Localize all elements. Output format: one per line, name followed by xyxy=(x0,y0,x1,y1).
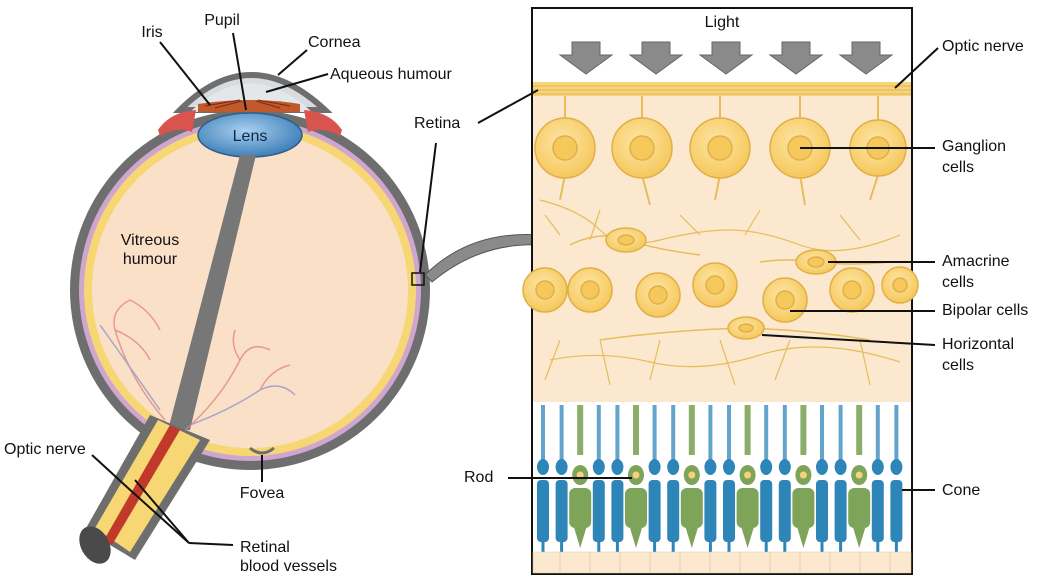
light-arrows xyxy=(558,41,894,75)
rod-cell xyxy=(723,405,735,552)
ganglion-cell-layer xyxy=(534,96,907,206)
hyaloid-canal xyxy=(168,155,256,430)
label-retinal-vessels-1: Retinal xyxy=(240,539,290,556)
rod-cell xyxy=(778,405,791,552)
label-vitreous-2: humour xyxy=(122,251,178,268)
label-ganglion-2: cells xyxy=(942,159,975,176)
label-rod: Rod xyxy=(464,469,494,486)
retina-zoom-marker xyxy=(411,272,425,286)
label-cornea: Cornea xyxy=(308,34,361,51)
cone-cell xyxy=(792,405,815,548)
horizontal-cell xyxy=(599,316,871,341)
rod-cell xyxy=(871,405,884,552)
rod-cell xyxy=(592,405,605,552)
ciliary-body-right xyxy=(304,110,342,136)
rod-cell xyxy=(648,405,661,552)
eye-leader-lines xyxy=(91,32,437,546)
optic-nerve-stalk xyxy=(79,415,210,564)
fovea-pit xyxy=(249,446,275,455)
rod-cell xyxy=(890,405,903,552)
rod-cell xyxy=(704,405,717,552)
label-fovea: Fovea xyxy=(239,485,285,502)
retinal-blood-vessels xyxy=(99,299,296,431)
label-amacrine-2: cells xyxy=(942,274,975,291)
vitreous-humour xyxy=(92,132,408,448)
dendrite-network xyxy=(539,199,901,386)
retina-leader-lines xyxy=(477,47,939,491)
label-optic-nerve-eye: Optic nerve xyxy=(4,441,86,458)
ciliary-body-left xyxy=(158,110,196,136)
amacrine-cell xyxy=(569,227,891,275)
label-horizontal-2: cells xyxy=(942,357,975,374)
photoreceptor-layer xyxy=(532,402,912,574)
label-optic-nerve-retina: Optic nerve xyxy=(942,38,1024,55)
label-cone: Cone xyxy=(942,482,981,499)
nerve-fiber-layer xyxy=(533,82,911,96)
pigment-epithelium xyxy=(532,551,912,574)
retina-detail-panel xyxy=(522,7,919,575)
label-aqueous-humour: Aqueous humour xyxy=(330,66,452,83)
rod-cell xyxy=(667,405,680,552)
cone-cell xyxy=(625,405,647,548)
cone-cell xyxy=(736,405,759,548)
eyeball xyxy=(70,72,430,564)
rod-cell xyxy=(816,405,828,552)
rod-cell xyxy=(555,405,568,552)
rod-cell xyxy=(611,405,624,552)
cone-cell xyxy=(848,405,871,548)
label-retinal-vessels-2: blood vessels xyxy=(240,558,337,575)
label-horizontal-1: Horizontal xyxy=(942,336,1015,353)
label-iris: Iris xyxy=(141,24,163,41)
label-ganglion-1: Ganglion xyxy=(942,138,1007,155)
label-pupil: Pupil xyxy=(204,12,240,29)
label-retina: Retina xyxy=(414,115,461,132)
rod-cell xyxy=(834,405,847,552)
label-vitreous-1: Vitreous xyxy=(120,232,180,249)
cone-cell xyxy=(680,405,703,548)
label-light: Light xyxy=(704,14,740,31)
rod-cell xyxy=(760,405,773,552)
label-amacrine-1: Amacrine xyxy=(942,253,1010,270)
bipolar-cell-layer xyxy=(522,262,919,323)
rod-cell xyxy=(537,405,549,552)
label-lens: Lens xyxy=(232,128,268,145)
cone-cell xyxy=(569,405,592,548)
label-bipolar: Bipolar cells xyxy=(942,302,1029,319)
